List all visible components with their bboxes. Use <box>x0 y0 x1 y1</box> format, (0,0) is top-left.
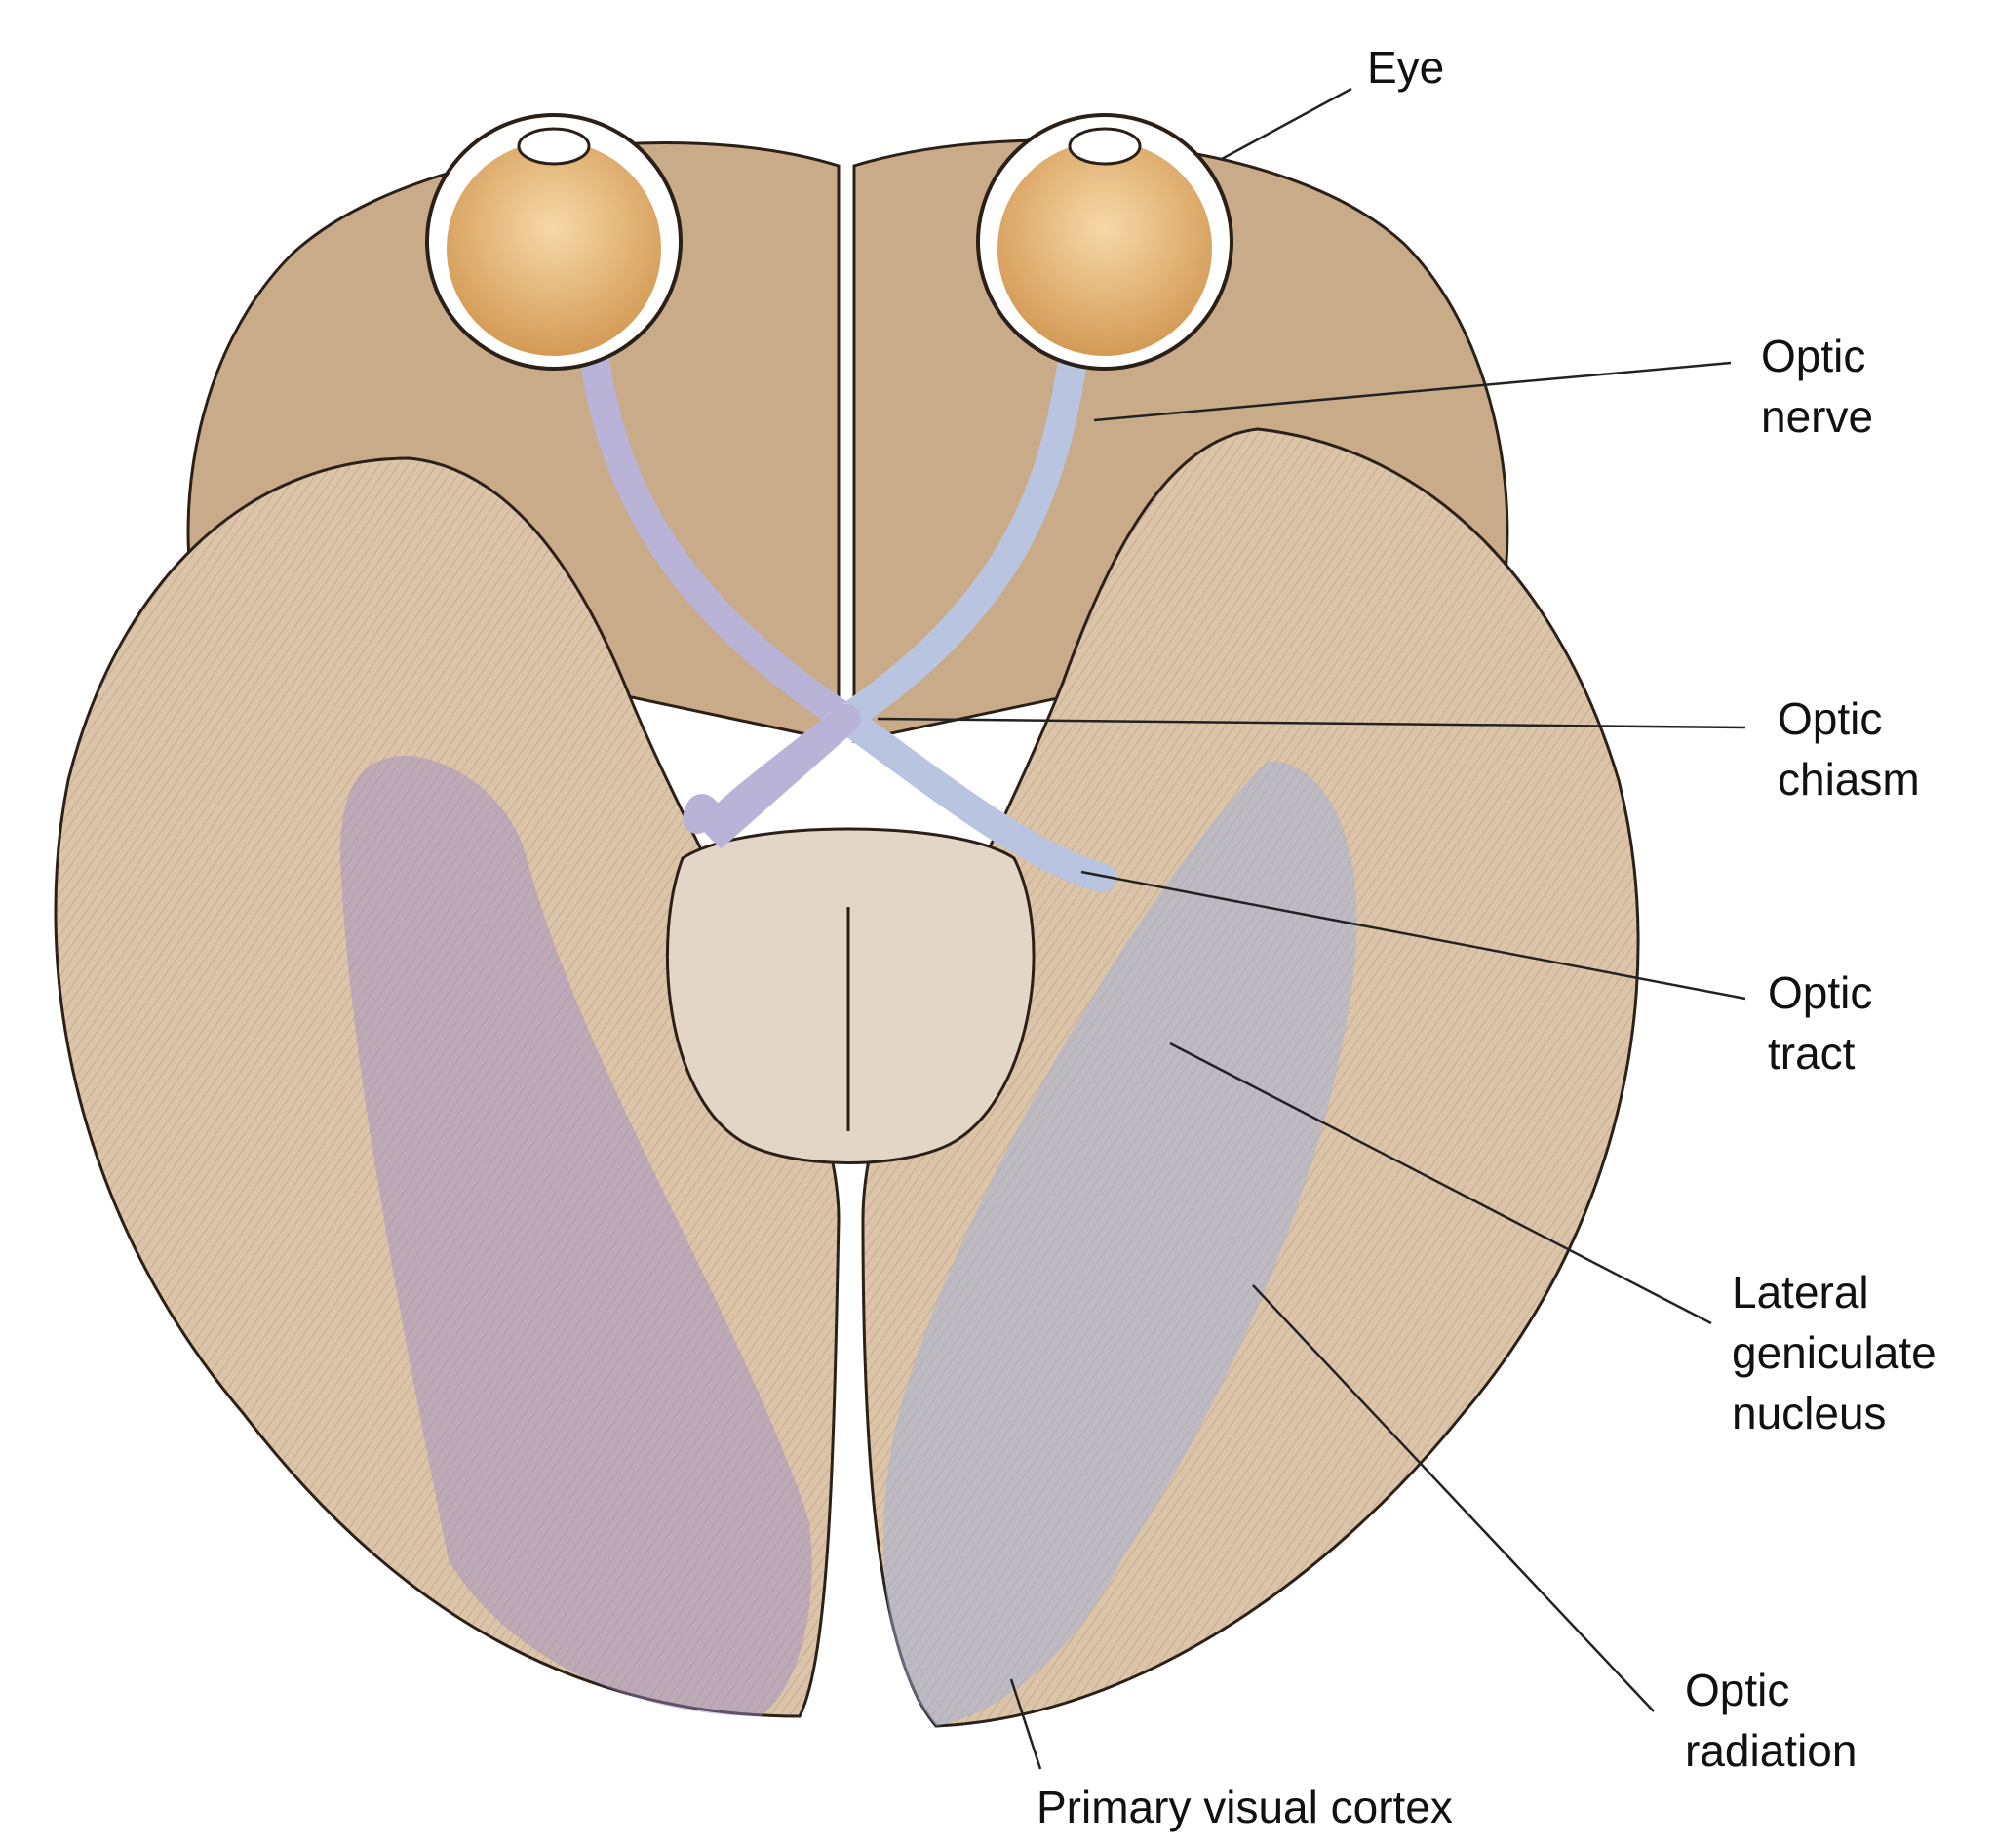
right-optic-nerve <box>821 346 1116 892</box>
optic-chiasm-leader-line <box>877 717 1746 729</box>
label-line: nucleus <box>1732 1388 1887 1438</box>
left-eye <box>425 113 683 371</box>
visual-cortex-leader-line <box>1009 1678 1042 1770</box>
label-optic-nerve: Optic nerve <box>1761 326 1873 447</box>
label-lateral-geniculate-nucleus: Lateral geniculate nucleus <box>1732 1262 1936 1443</box>
brainstem <box>665 827 1036 1164</box>
lgn-leader-line <box>1169 1042 1712 1325</box>
optic-radiation-leader-line <box>1252 1284 1655 1712</box>
label-line: Optic <box>1685 1665 1790 1715</box>
label-line: radiation <box>1685 1725 1858 1776</box>
optic-tract-leader-line <box>1080 870 1746 1001</box>
label-line: tract <box>1768 1028 1856 1079</box>
label-optic-chiasm: Optic chiasm <box>1778 688 1920 809</box>
label-line: chiasm <box>1778 754 1920 805</box>
label-line: Optic <box>1778 693 1883 744</box>
left-optic-radiation <box>340 755 812 1716</box>
label-line: nerve <box>1761 391 1874 442</box>
label-line: Optic <box>1761 331 1866 381</box>
right-eye <box>976 113 1233 371</box>
label-optic-radiation: Optic radiation <box>1685 1660 1857 1781</box>
label-eye: Eye <box>1367 42 1445 93</box>
label-line: Optic <box>1768 967 1873 1018</box>
label-optic-tract: Optic tract <box>1768 963 1872 1083</box>
optic-chiasm-shape <box>702 704 861 839</box>
right-optic-radiation <box>883 761 1357 1726</box>
label-line: geniculate <box>1732 1327 1936 1378</box>
label-line: Lateral <box>1732 1267 1869 1317</box>
optic-nerve-leader-line <box>1093 361 1732 422</box>
left-optic-nerve <box>580 346 871 849</box>
eye-leader-line <box>1221 87 1352 161</box>
label-primary-visual-cortex: Primary visual cortex <box>1037 1782 1453 1832</box>
